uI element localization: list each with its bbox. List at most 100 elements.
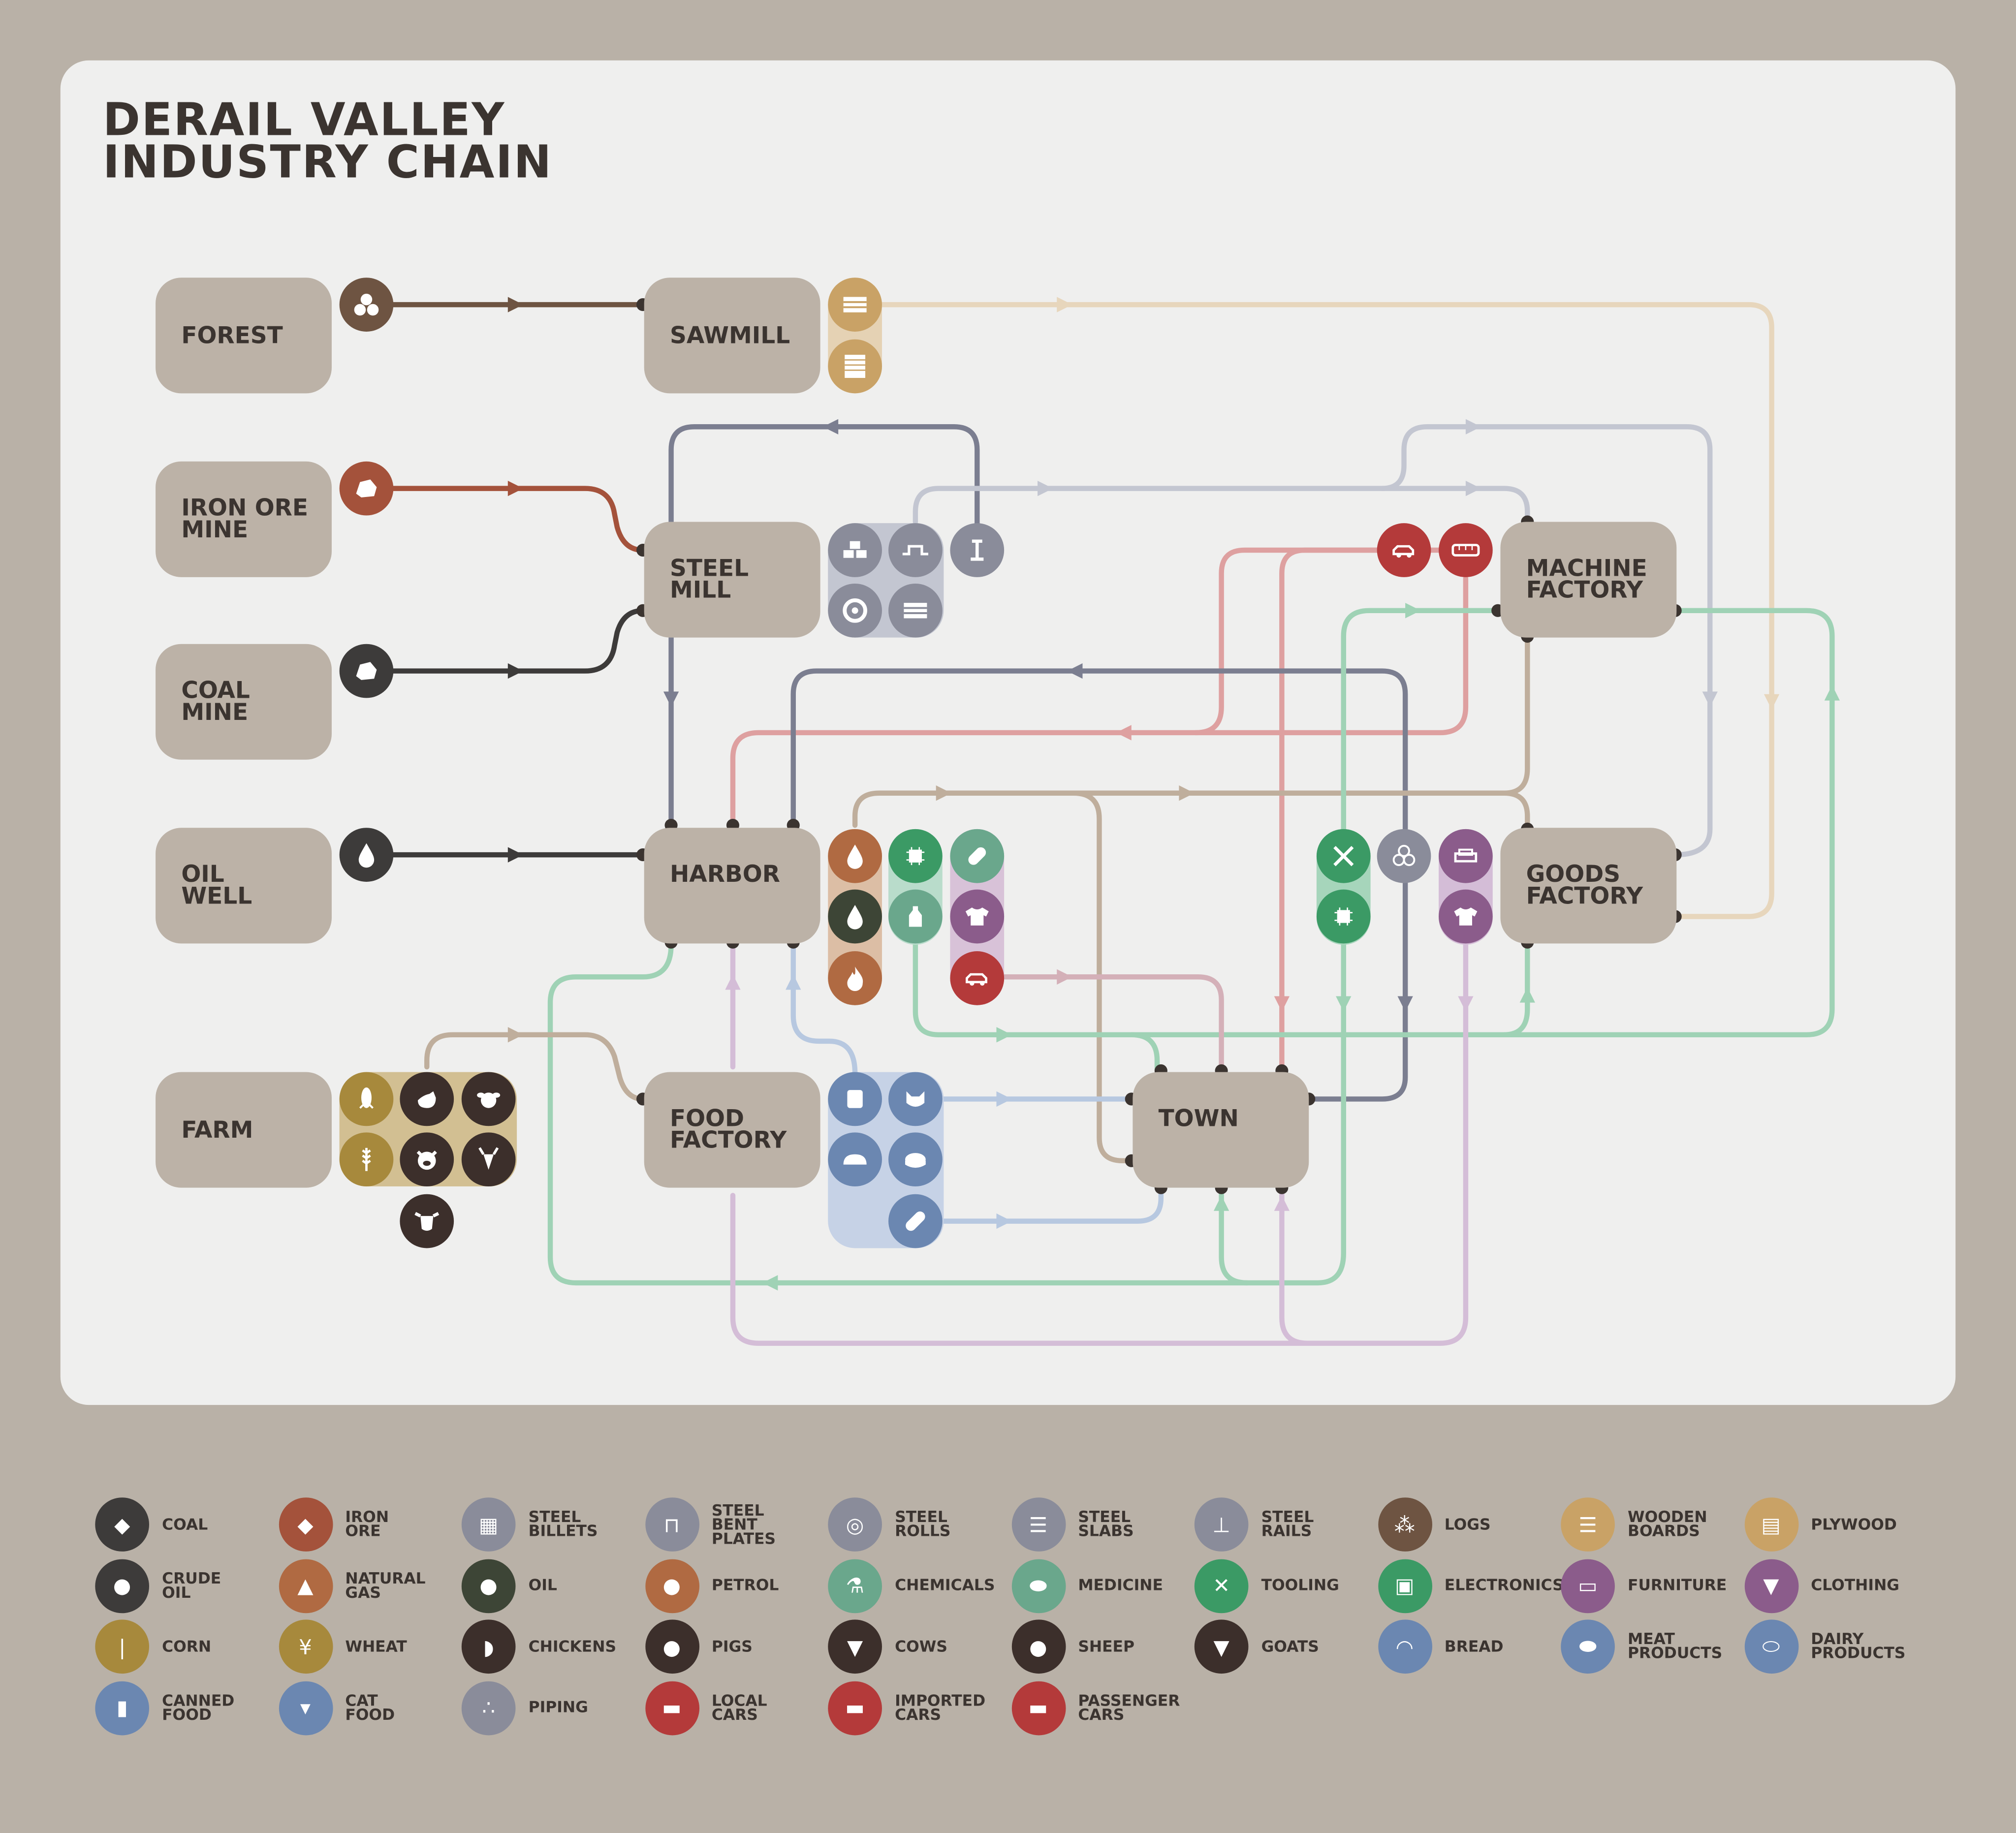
corn-icon	[339, 1072, 394, 1126]
legend-item: ●CRUDE OIL	[95, 1558, 272, 1613]
legend-label: IMPORTED CARS	[895, 1691, 986, 1723]
legend-item: ✕TOOLING	[1194, 1558, 1372, 1613]
legend-item: ▼ COWS	[828, 1619, 1005, 1674]
node-sawmill: SAWMILL	[644, 278, 820, 394]
legend-item: ◆COAL	[95, 1497, 272, 1552]
passenger-cars-icon: ▬	[1011, 1680, 1066, 1735]
wooden-boards-icon	[828, 278, 882, 332]
legend-item: ◠ BREAD	[1377, 1619, 1555, 1674]
plywood-icon	[828, 339, 882, 394]
legend-label: NATURAL GAS	[345, 1569, 426, 1601]
iron-ore-icon: ◆	[278, 1497, 333, 1552]
legend-label: SHEEP	[1078, 1637, 1134, 1655]
legend-item: ● SHEEP	[1011, 1619, 1188, 1674]
wooden-boards-icon: ☰	[1561, 1497, 1615, 1552]
legend-item: ⊓STEEL BENT PLATES	[645, 1497, 822, 1552]
legend-item: ☰ WOODEN BOARDS	[1561, 1497, 1738, 1552]
legend-item: ⊥STEEL RAILS	[1194, 1497, 1372, 1552]
line-harbor-town	[790, 668, 1408, 1102]
legend-item: ▲ NATURAL GAS	[278, 1558, 456, 1613]
legend-label: STEEL ROLLS	[895, 1508, 951, 1540]
wheat-icon: ¥	[278, 1619, 333, 1674]
meat-products-icon: ⬬	[1561, 1619, 1615, 1674]
steel-rolls-icon: ◎	[828, 1497, 882, 1552]
sheep-icon: ●	[1011, 1619, 1066, 1674]
line-harbor-to-town-brown	[1071, 790, 1134, 1164]
chickens-icon: ◗	[461, 1619, 516, 1674]
legend-item: ▬ PASSENGER CARS	[1011, 1680, 1188, 1735]
meat-products-icon	[888, 1194, 943, 1248]
line-cars-to-harbor	[730, 576, 1469, 828]
tooling-icon	[1316, 829, 1371, 883]
chemicals-icon: ⚗	[828, 1558, 882, 1613]
medicine-icon	[950, 829, 1005, 883]
steel-slabs-icon: ☰	[1011, 1497, 1066, 1552]
crude-oil-icon	[339, 828, 394, 882]
legend-item: ▭FURNITURE	[1561, 1558, 1738, 1613]
node-iron-ore-mine: IRON ORE MINE	[156, 461, 332, 577]
node-goods-factory: GOODS FACTORY	[1500, 828, 1677, 944]
legend-item: ∴ PIPING	[461, 1680, 639, 1735]
legend-item: ▼CLOTHING	[1744, 1558, 1921, 1613]
steel-bent-plates-icon: ⊓	[645, 1497, 699, 1552]
steel-rails-icon	[950, 523, 1005, 577]
legend-label: MEAT PRODUCTS	[1628, 1630, 1723, 1662]
legend-label: PIPING	[528, 1698, 588, 1716]
legend-label: CLOTHING	[1811, 1576, 1900, 1594]
bread-icon	[828, 1132, 882, 1187]
steel-rolls-icon	[828, 583, 882, 638]
legend-item: ☰ STEEL SLABS	[1011, 1497, 1188, 1552]
title-line-1: DERAIL VALLEY	[102, 95, 506, 147]
piping-icon: ∴	[461, 1680, 516, 1735]
legend-label: LOGS	[1444, 1515, 1491, 1533]
line-purple	[730, 942, 1469, 1346]
petrol-icon	[828, 829, 882, 883]
legend-label: STEEL BILLETS	[528, 1508, 598, 1540]
legend-label: BREAD	[1444, 1637, 1504, 1655]
cat-food-icon: ▾	[278, 1680, 333, 1735]
line-cars-to-town	[1279, 547, 1469, 1072]
node-coal-mine: COAL MINE	[156, 644, 332, 760]
line-food-to-harbor	[790, 942, 858, 1076]
bread-icon: ◠	[1377, 1619, 1432, 1674]
local-cars-icon: ▬	[645, 1680, 699, 1735]
legend-label: PLYWOOD	[1811, 1515, 1897, 1533]
local-cars-icon	[1377, 523, 1431, 577]
legend-label: ELECTRONICS	[1444, 1576, 1564, 1594]
furniture-icon: ▭	[1561, 1558, 1615, 1613]
cat-food-icon	[888, 1072, 943, 1126]
steel-bent-plates-icon	[888, 523, 943, 577]
sheep-icon	[461, 1072, 516, 1126]
node-food-factory: FOOD FACTORY	[644, 1072, 820, 1188]
legend-label: WOODEN BOARDS	[1628, 1508, 1707, 1540]
legend-item: ⚗CHEMICALS	[828, 1558, 1005, 1613]
electronics-icon-2	[1316, 889, 1371, 944]
line-green-town-bottom	[1219, 1186, 1250, 1286]
line-steel-to-machine	[913, 486, 1530, 525]
cows-icon	[400, 1194, 454, 1248]
legend-label: LOCAL CARS	[711, 1691, 767, 1723]
line-farm	[424, 1032, 646, 1102]
legend-label: CORN	[162, 1637, 212, 1655]
passenger-cars-icon	[1439, 523, 1493, 577]
legend-label: PASSENGER CARS	[1078, 1691, 1180, 1723]
steel-billets-icon: ▦	[461, 1497, 516, 1552]
legend-label: PETROL	[711, 1576, 779, 1594]
pigs-icon	[400, 1132, 454, 1187]
natural-gas-icon: ▲	[278, 1558, 333, 1613]
node-harbor: HARBOR	[644, 828, 820, 944]
legend-label: DAIRY PRODUCTS	[1811, 1630, 1906, 1662]
node-forest: FOREST	[156, 278, 332, 394]
legend-label: COWS	[895, 1637, 947, 1655]
legend-label: CANNED FOOD	[162, 1691, 235, 1723]
crude-oil-icon: ●	[95, 1558, 150, 1613]
legend-item: ◗CHICKENS	[461, 1619, 639, 1674]
cows-icon: ▼	[828, 1619, 882, 1674]
line-iron-ore	[389, 486, 646, 553]
legend-item: ▾CAT FOOD	[278, 1680, 456, 1735]
line-purple-town	[1279, 1186, 1310, 1346]
line-food-to-town-2	[940, 1186, 1164, 1224]
chemicals-icon	[888, 889, 943, 944]
legend-label: STEEL SLABS	[1078, 1508, 1134, 1540]
iron-ore-icon	[339, 461, 394, 516]
